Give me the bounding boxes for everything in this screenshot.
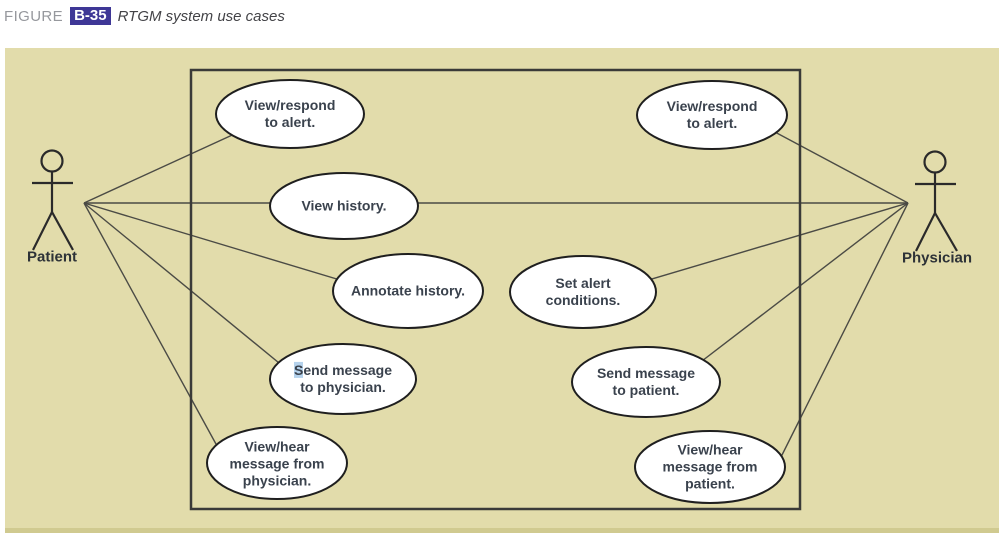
usecase-label-annotate-history: Annotate history. bbox=[350, 282, 466, 299]
assoc-patient-annotate-history bbox=[83, 202, 371, 290]
assoc-physician-set-alert-conditions bbox=[624, 202, 909, 288]
usecase-label-send-message-to-patient: Send message to patient. bbox=[596, 364, 696, 398]
ellipse-annotate-history bbox=[332, 253, 484, 329]
selected-text-highlight: S bbox=[293, 361, 304, 378]
usecase-label-set-alert-conditions: Set alert conditions. bbox=[545, 274, 621, 308]
diagram-panel bbox=[5, 48, 999, 533]
usecase-label-view-respond-alert-physician: View/respond to alert. bbox=[666, 97, 758, 131]
ellipse-view-hear-message-from-physician bbox=[206, 426, 348, 500]
ellipse-set-alert-conditions bbox=[509, 255, 657, 329]
actor-label-physician: Physician bbox=[901, 249, 973, 267]
figure-number-badge: B-35 bbox=[70, 7, 111, 25]
actor-label-patient: Patient bbox=[26, 248, 78, 266]
assoc-patient-view-hear-message-from-physician bbox=[83, 202, 223, 456]
physician-leg-right bbox=[934, 212, 958, 252]
assoc-physician-view-respond-alert bbox=[757, 122, 909, 204]
usecase-label-view-hear-message-from-physician: View/hear message from physician. bbox=[229, 438, 325, 489]
physician-leg-left bbox=[915, 212, 936, 252]
usecase-label-view-hear-message-from-patient: View/hear message from patient. bbox=[662, 441, 758, 492]
figure-caption: RTGM system use cases bbox=[117, 7, 285, 25]
use-case-ellipses bbox=[206, 79, 788, 504]
usecase-label-view-respond-alert-patient: View/respond to alert. bbox=[244, 96, 336, 130]
ellipse-send-message-to-physician bbox=[269, 343, 417, 415]
physician-head bbox=[923, 150, 947, 174]
patient-leg-right bbox=[51, 211, 74, 251]
patient-leg-left bbox=[32, 211, 53, 251]
assoc-physician-view-hear-message-from-patient bbox=[777, 202, 909, 464]
usecase-label-view-history: View history. bbox=[301, 197, 387, 214]
system-boundary bbox=[189, 68, 802, 511]
ellipse-view-history bbox=[269, 172, 419, 240]
ellipse-view-hear-message-from-patient bbox=[634, 430, 786, 504]
ellipse-view-respond-alert-patient bbox=[215, 79, 365, 149]
figure-header: FIGURE B-35 RTGM system use cases bbox=[4, 5, 285, 27]
usecase-label-send-message-to-physician-rest: end message to physician. bbox=[300, 361, 393, 395]
assoc-physician-send-message-to-patient bbox=[684, 202, 909, 375]
patient-stick-figure-icon bbox=[32, 149, 74, 251]
patient-head bbox=[40, 149, 64, 173]
ellipse-view-respond-alert-physician bbox=[636, 80, 788, 150]
figure-word: FIGURE bbox=[4, 7, 64, 25]
usecase-label-send-message-to-physician: Send message to physician. bbox=[270, 361, 416, 396]
ellipse-send-message-to-patient bbox=[571, 346, 721, 418]
assoc-patient-send-message-to-physician bbox=[83, 202, 291, 373]
physician-stick-figure-icon bbox=[915, 150, 958, 252]
association-lines bbox=[83, 119, 909, 464]
